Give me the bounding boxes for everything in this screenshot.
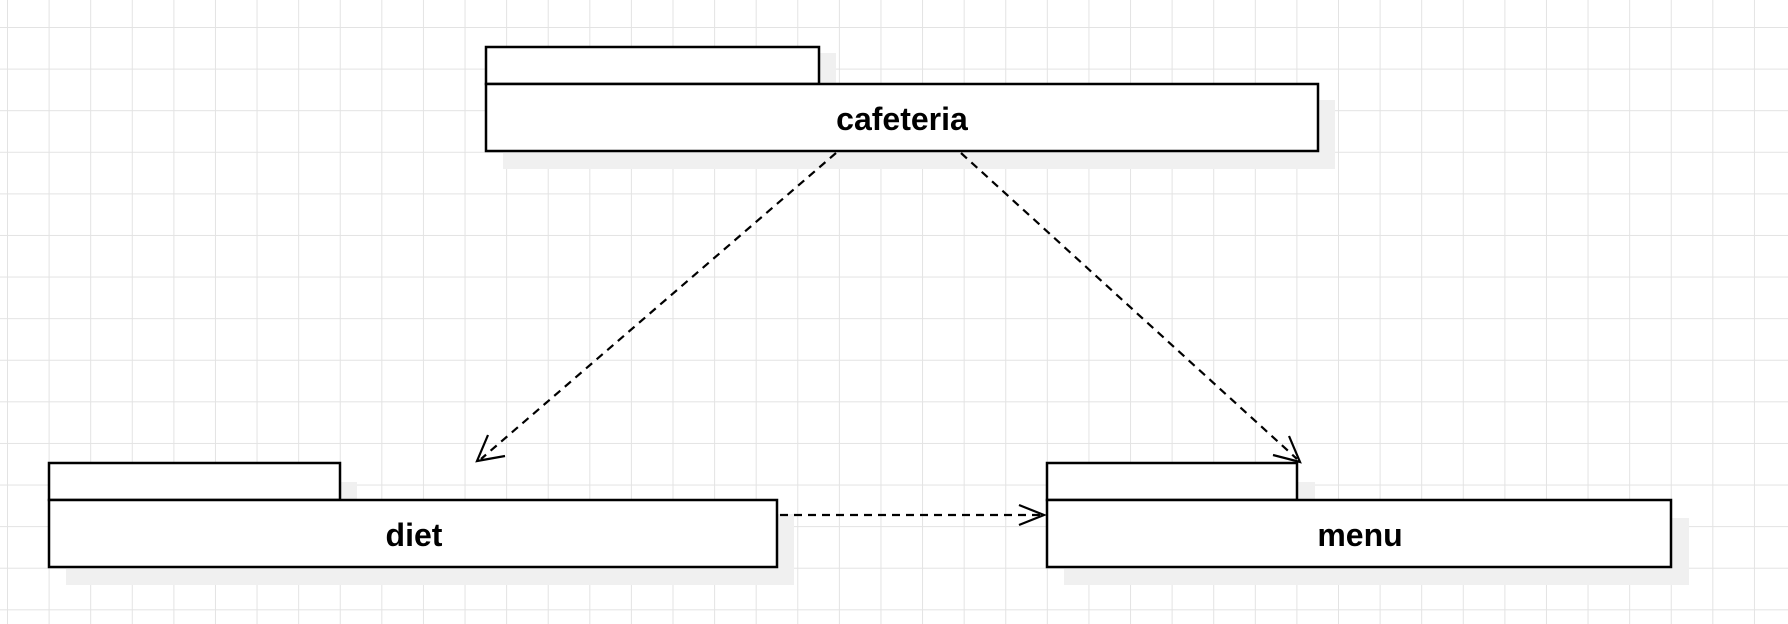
package-cafeteria-body (484, 82, 1320, 153)
dependency-cafeteria-menu-line (960, 152, 1298, 460)
dependency-cafeteria-menu-arrowhead (1272, 435, 1302, 464)
dependency-cafeteria-menu[interactable] (960, 152, 1302, 464)
package-diet-body (47, 498, 779, 569)
dependency-diet-menu[interactable] (780, 503, 1047, 527)
package-cafeteria-tab (484, 45, 821, 86)
dependency-cafeteria-diet-arrowhead (475, 434, 506, 463)
package-menu-name: menu (1317, 517, 1402, 553)
package-menu[interactable]: menu (1045, 461, 1689, 585)
package-menu-tab (1045, 461, 1299, 502)
dependency-cafeteria-diet[interactable] (475, 152, 837, 463)
package-diet[interactable]: diet (47, 461, 794, 585)
package-diet-name: diet (386, 517, 443, 553)
dependency-cafeteria-diet-line (480, 152, 837, 460)
package-cafeteria[interactable]: cafeteria (484, 45, 1335, 169)
package-cafeteria-name: cafeteria (836, 101, 968, 137)
package-menu-body (1045, 498, 1673, 569)
dependency-diet-menu-arrowhead (1018, 503, 1047, 527)
package-diet-tab (47, 461, 342, 502)
